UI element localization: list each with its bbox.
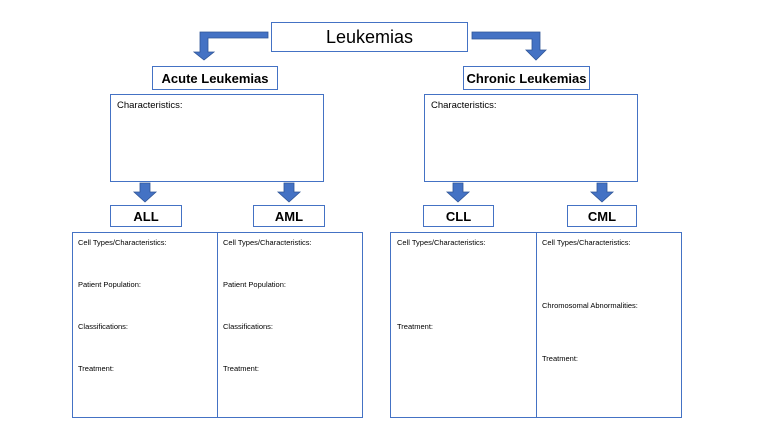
cml-field-treatment: Treatment: [542, 354, 578, 363]
aml-field-patient-population: Patient Population: [223, 280, 286, 289]
arrow-to-cml [589, 182, 615, 203]
arrow-to-all [132, 182, 158, 203]
cml-field-chromosomal-abnormalities: Chromosomal Abnormalities: [542, 301, 638, 310]
cml-box: CML [567, 205, 637, 227]
acute-leukemias-box: Acute Leukemias [152, 66, 278, 90]
acute-detail-table: Cell Types/Characteristics: Patient Popu… [72, 232, 363, 418]
acute-table-divider [217, 233, 218, 417]
all-field-cell-types: Cell Types/Characteristics: [78, 238, 167, 247]
acute-leukemias-title: Acute Leukemias [161, 70, 269, 86]
leukemias-title: Leukemias [325, 26, 414, 47]
arrow-to-acute [192, 31, 269, 61]
all-field-classifications: Classifications: [78, 322, 129, 331]
cll-field-treatment: Treatment: [397, 322, 433, 331]
chronic-characteristics-label: Characteristics: [431, 100, 497, 111]
all-box: ALL [110, 205, 182, 227]
arrow-to-cll [445, 182, 471, 203]
acute-characteristics-label: Characteristics: [117, 100, 183, 111]
cll-box: CLL [423, 205, 494, 227]
leukemias-box: Leukemias [271, 22, 468, 52]
arrow-to-aml [276, 182, 302, 203]
all-title: ALL [133, 208, 159, 224]
cll-title: CLL [445, 208, 472, 224]
all-field-patient-population: Patient Population: [78, 280, 141, 289]
chronic-leukemias-title: Chronic Leukemias [466, 70, 587, 86]
all-field-treatment: Treatment: [78, 364, 114, 373]
chronic-leukemias-box: Chronic Leukemias [463, 66, 590, 90]
aml-field-cell-types: Cell Types/Characteristics: [223, 238, 312, 247]
chronic-table-divider [536, 233, 537, 417]
cll-field-cell-types: Cell Types/Characteristics: [397, 238, 486, 247]
aml-title: AML [274, 208, 304, 224]
cml-title: CML [587, 208, 617, 224]
cml-field-cell-types: Cell Types/Characteristics: [542, 238, 631, 247]
arrow-to-chronic [471, 31, 547, 61]
aml-field-classifications: Classifications: [223, 322, 274, 331]
aml-box: AML [253, 205, 325, 227]
acute-characteristics-box: Characteristics: [110, 94, 324, 182]
chronic-characteristics-box: Characteristics: [424, 94, 638, 182]
aml-field-treatment: Treatment: [223, 364, 259, 373]
chronic-detail-table: Cell Types/Characteristics: Treatment: C… [390, 232, 682, 418]
